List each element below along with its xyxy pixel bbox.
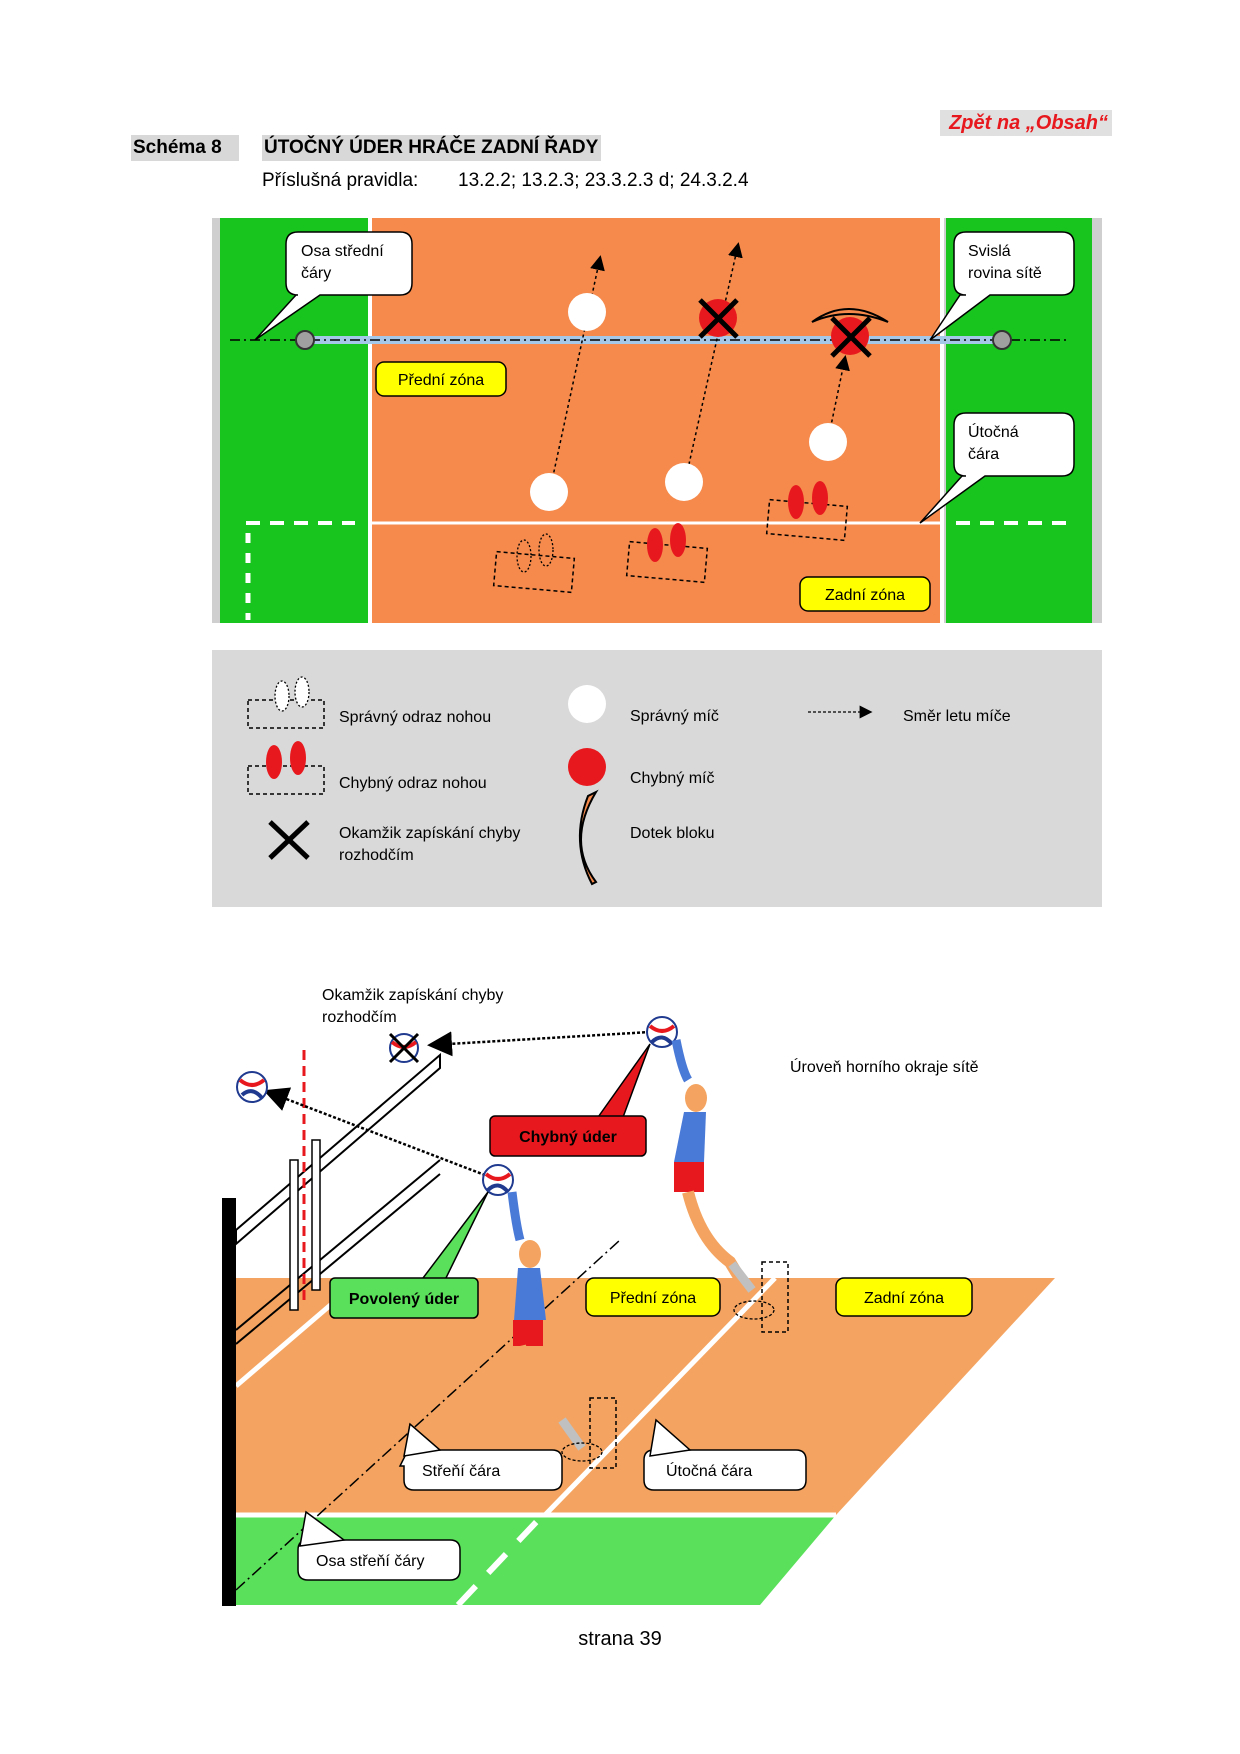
page-title: ÚTOČNÝ ÚDER HRÁČE ZADNÍ ŘADY [262,135,602,161]
callout-center-line: Osa střední čáry [254,231,413,341]
correct-ball [530,473,568,511]
schema-label: Schéma 8 [131,135,239,161]
correct-ball [665,463,703,501]
legend-whistle-x-icon [268,820,310,860]
legend-correct-ball-icon [568,685,606,723]
legend-wrong-ball-icon [568,748,606,786]
front-zone-label-box [375,361,507,397]
legend-flight-direction: Směr letu míče [903,708,1011,725]
legend-wrong-takeoff-icon [247,741,325,795]
svg-text:rozhodčím: rozhodčím [339,847,414,864]
callout-net-plane: Svislá rovina sítě [929,231,1075,341]
court-area [370,218,942,623]
legend-correct-takeoff: Správný odraz nohou [339,709,491,726]
whistle-x-icon [830,316,872,358]
net-post-right [992,330,1012,350]
legend-block-touch-icon [579,789,599,886]
legend-whistle: Okamžik zapískání chyby [339,825,520,842]
flight-arrow-2 [684,242,743,483]
wrong-takeoff-icon [765,481,849,542]
back-zone-label-box [799,576,931,612]
svg-text:Svislá: Svislá [968,243,1011,260]
back-to-contents-link[interactable]: Zpět na „Obsah“ [940,110,1112,136]
correct-ball [568,293,606,331]
svg-text:čáry: čáry [301,265,331,282]
svg-text:rovina sítě: rovina sítě [968,265,1042,282]
legend-correct-takeoff-icon [247,676,325,729]
rules-value: 13.2.2; 13.2.3; 23.3.2.3 d; 24.3.2.4 [458,170,749,191]
legend-panel [212,650,1102,907]
whistle-x-icon [698,298,739,339]
back-zone-label: Zadní zóna [825,587,905,604]
legend-block-touch: Dotek bloku [630,825,715,842]
legend-wrong-takeoff: Chybný odraz nohou [339,775,487,792]
callout-center-line-text: Osa střední [301,243,384,260]
svg-text:čára: čára [968,446,999,463]
front-zone-label: Přední zóna [398,372,484,389]
block-touch-icon [811,308,889,323]
legend-correct-ball: Správný míč [630,708,719,725]
wrong-takeoff-icon [625,523,709,584]
page-number: strana 39 [578,1628,662,1650]
svg-text:Útočná: Útočná [968,422,1019,441]
legend-wrong-ball: Chybný míč [630,770,714,787]
callout-attack-line: Útočná čára [919,412,1075,524]
rules-label: Příslušná pravidla: [262,170,419,191]
correct-takeoff-icon [492,533,576,594]
net-post-left [295,330,315,350]
correct-ball [809,423,847,461]
